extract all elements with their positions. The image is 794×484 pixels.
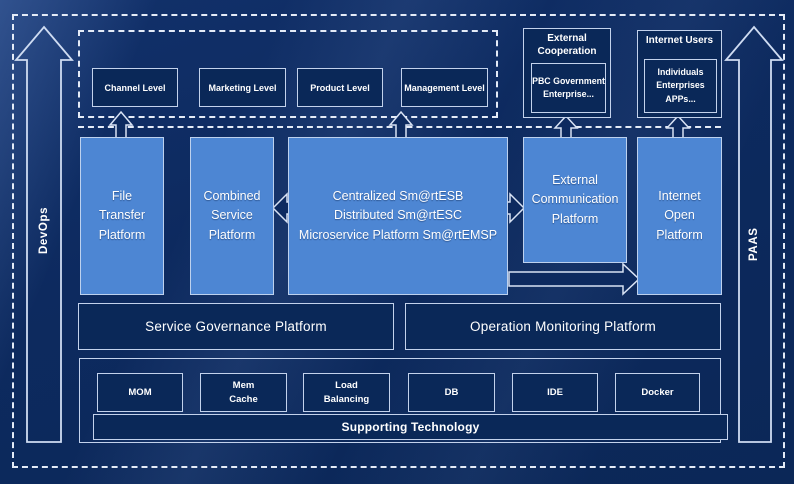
levels-group-dashed-border — [78, 30, 498, 118]
supporting-technology-container — [79, 358, 721, 443]
platform-file-transfer: File Transfer Platform — [80, 137, 164, 295]
tech-box-db: DB — [408, 373, 495, 412]
tech-box-ide: IDE — [512, 373, 598, 412]
internet-users-title: Internet Users — [645, 35, 714, 46]
platform-external-communication: External Communication Platform — [523, 137, 627, 263]
level-box-management: Management Level — [401, 68, 488, 107]
operation-monitoring-platform-box: Operation Monitoring Platform — [405, 303, 721, 350]
platform-internet-open: Internet Open Platform — [637, 137, 722, 295]
devops-rail-label: DevOps — [38, 206, 50, 254]
tech-box-mem-cache: Mem Cache — [200, 373, 287, 412]
level-box-channel: Channel Level — [92, 68, 178, 107]
platform-combined-service: Combined Service Platform — [190, 137, 274, 295]
access-separator-dashed-line — [78, 126, 721, 128]
platform-central-esb: Centralized Sm@rtESB Distributed Sm@rtES… — [288, 137, 508, 295]
level-box-product: Product Level — [297, 68, 383, 107]
tech-box-docker: Docker — [615, 373, 700, 412]
tech-box-mom: MOM — [97, 373, 183, 412]
level-box-marketing: Marketing Level — [199, 68, 286, 107]
tech-box-load-balancing: Load Balancing — [303, 373, 390, 412]
paas-rail-label: PAAS — [748, 227, 760, 261]
external-cooperation-box: External Cooperation PBC Government Ente… — [523, 28, 611, 118]
individuals-enterprises-apps-box: Individuals Enterprises APPs... — [644, 59, 717, 113]
outer-dashed-border — [12, 14, 785, 468]
pbc-government-enterprise-box: PBC Government Enterprise... — [531, 63, 606, 113]
service-governance-platform-box: Service Governance Platform — [78, 303, 394, 350]
supporting-technology-bar: Supporting Technology — [93, 414, 728, 440]
external-cooperation-title: External Cooperation — [537, 33, 597, 57]
internet-users-box: Internet Users Individuals Enterprises A… — [637, 30, 722, 118]
